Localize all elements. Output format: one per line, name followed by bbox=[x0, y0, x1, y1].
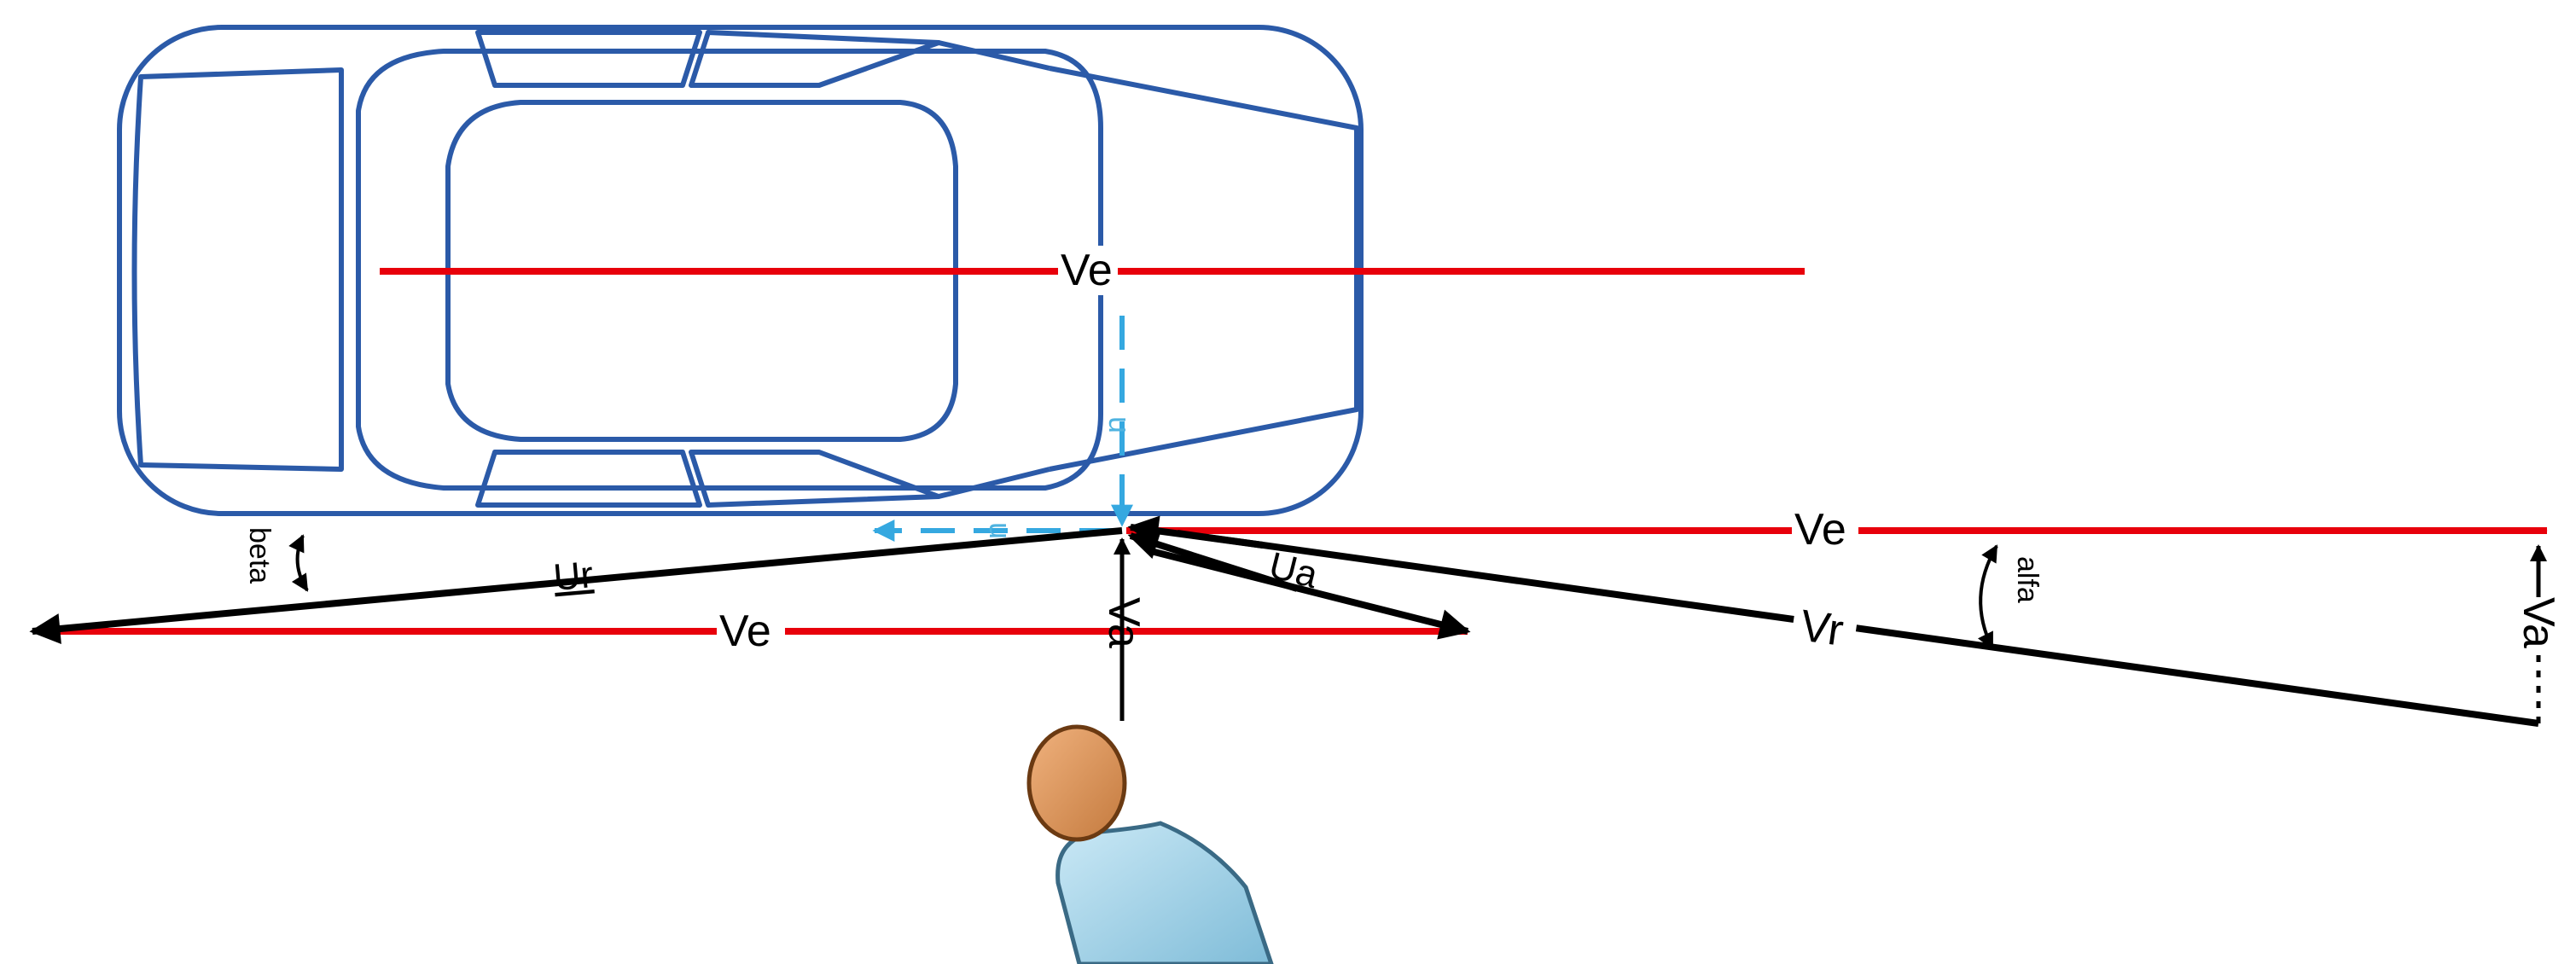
u-vertical-label: u bbox=[1102, 416, 1137, 433]
car-top-view bbox=[117, 25, 1364, 516]
beta-label: beta bbox=[243, 527, 276, 584]
car-front-window-bottom bbox=[475, 450, 702, 508]
labels: Ve Ve Ve Ur Ua Vr Va Va alfa beta u u bbox=[243, 246, 2563, 660]
alfa-label: alfa bbox=[2011, 556, 2044, 603]
ve-car-label: Ve bbox=[1061, 246, 1113, 295]
va-right-label: Va bbox=[2514, 597, 2563, 648]
pedestrian-head bbox=[1026, 724, 1127, 842]
car-roof bbox=[445, 100, 958, 442]
pedestrian bbox=[1026, 724, 1274, 964]
ua-arrow bbox=[1147, 547, 1471, 640]
car-a-pillar-top bbox=[938, 40, 1050, 71]
car-front-window-top-2 bbox=[689, 30, 941, 88]
vr-label: Vr bbox=[1797, 601, 1846, 655]
vr-arrow-head bbox=[1127, 515, 1264, 549]
vr-line bbox=[1177, 530, 2539, 727]
u-components bbox=[872, 316, 1133, 542]
ur-arrow bbox=[29, 527, 1123, 644]
car-cabin-outer bbox=[356, 49, 1103, 491]
car-a-pillar-bottom bbox=[938, 467, 1050, 499]
black-vectors bbox=[29, 515, 2547, 727]
ve-right-label: Ve bbox=[1794, 505, 1846, 555]
alfa-angle-arc bbox=[1978, 544, 1998, 650]
va-center-label: Va bbox=[1099, 597, 1148, 648]
car-front-window-bottom-2 bbox=[689, 450, 941, 508]
car-rear-panel bbox=[131, 67, 344, 472]
car-front-window-top bbox=[475, 30, 702, 88]
ve-left-label: Ve bbox=[719, 607, 771, 656]
pedestrian-body bbox=[1055, 821, 1274, 964]
beta-angle-arc bbox=[288, 534, 309, 592]
ur-label: Ur bbox=[552, 554, 596, 599]
u-horizontal-label: u bbox=[983, 522, 1018, 539]
